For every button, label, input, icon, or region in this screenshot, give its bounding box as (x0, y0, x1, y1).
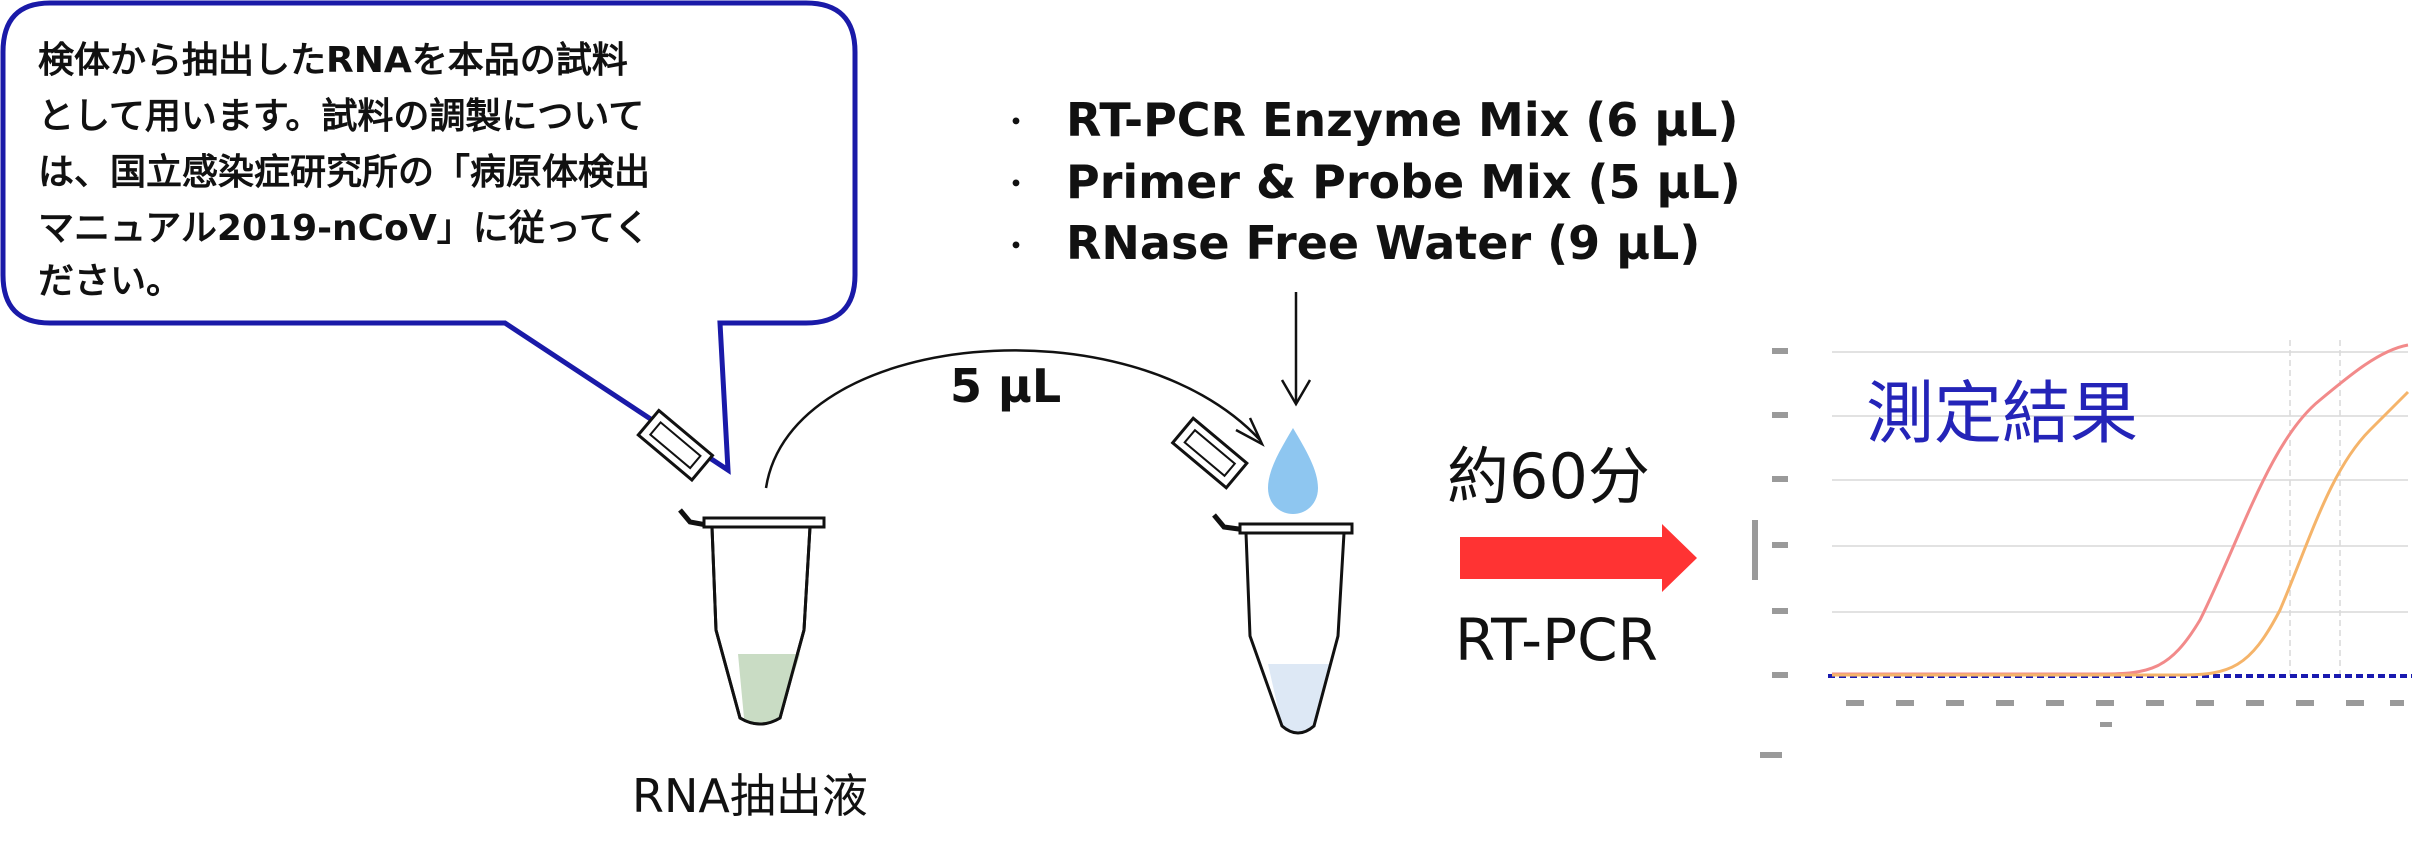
tube1-label: RNA抽出液 (632, 769, 868, 823)
reagent-down-arrow (1280, 292, 1312, 407)
time-label: 約60分 (1447, 440, 1650, 513)
bullet: ・ (1000, 103, 1032, 141)
method-label: RT-PCR (1455, 606, 1658, 674)
microtube-icon (1170, 416, 1354, 735)
reagent-item-3: RNase Free Water (9 µL) (1066, 216, 1700, 270)
bullet: ・ (1000, 227, 1032, 265)
mix-liquid (1268, 664, 1330, 733)
transfer-arrow (764, 349, 1265, 489)
callout-line-5: ださい。 (38, 261, 182, 302)
callout-bubble (0, 0, 858, 475)
callout-line-2: として用います。試料の調製について (38, 96, 644, 137)
chart-gridlines (1832, 340, 2408, 676)
reagent-item-2: Primer & Probe Mix (5 µL) (1066, 155, 1741, 209)
bullet: ・ (1000, 165, 1032, 203)
callout: 検体から抽出したRNAを本品の試料 として用います。試料の調製について は、国立… (0, 0, 858, 475)
callout-line-3: は、国立感染症研究所の「病原体検出 (38, 152, 650, 193)
callout-line-4: マニュアル2019-nCoV」に従ってく (38, 208, 650, 249)
amplification-curve-1 (1832, 343, 2409, 676)
microtube-icon (636, 408, 826, 726)
amplification-curve-2 (1832, 390, 2410, 677)
chart-tick-marks (1752, 348, 2404, 758)
reagent-item-1: RT-PCR Enzyme Mix (6 µL) (1066, 93, 1739, 147)
result-chart (1752, 340, 2412, 758)
pipette-drop-icon (1268, 428, 1318, 514)
transfer-volume-label: 5 µL (950, 359, 1061, 413)
rna-liquid (738, 654, 800, 724)
result-title: 測定結果 (1866, 375, 2138, 454)
arrow-right-icon (1460, 524, 1697, 592)
callout-line-1: 検体から抽出したRNAを本品の試料 (38, 40, 628, 81)
reagent-list: ・ RT-PCR Enzyme Mix (6 µL) ・ Primer & Pr… (1000, 93, 1741, 270)
